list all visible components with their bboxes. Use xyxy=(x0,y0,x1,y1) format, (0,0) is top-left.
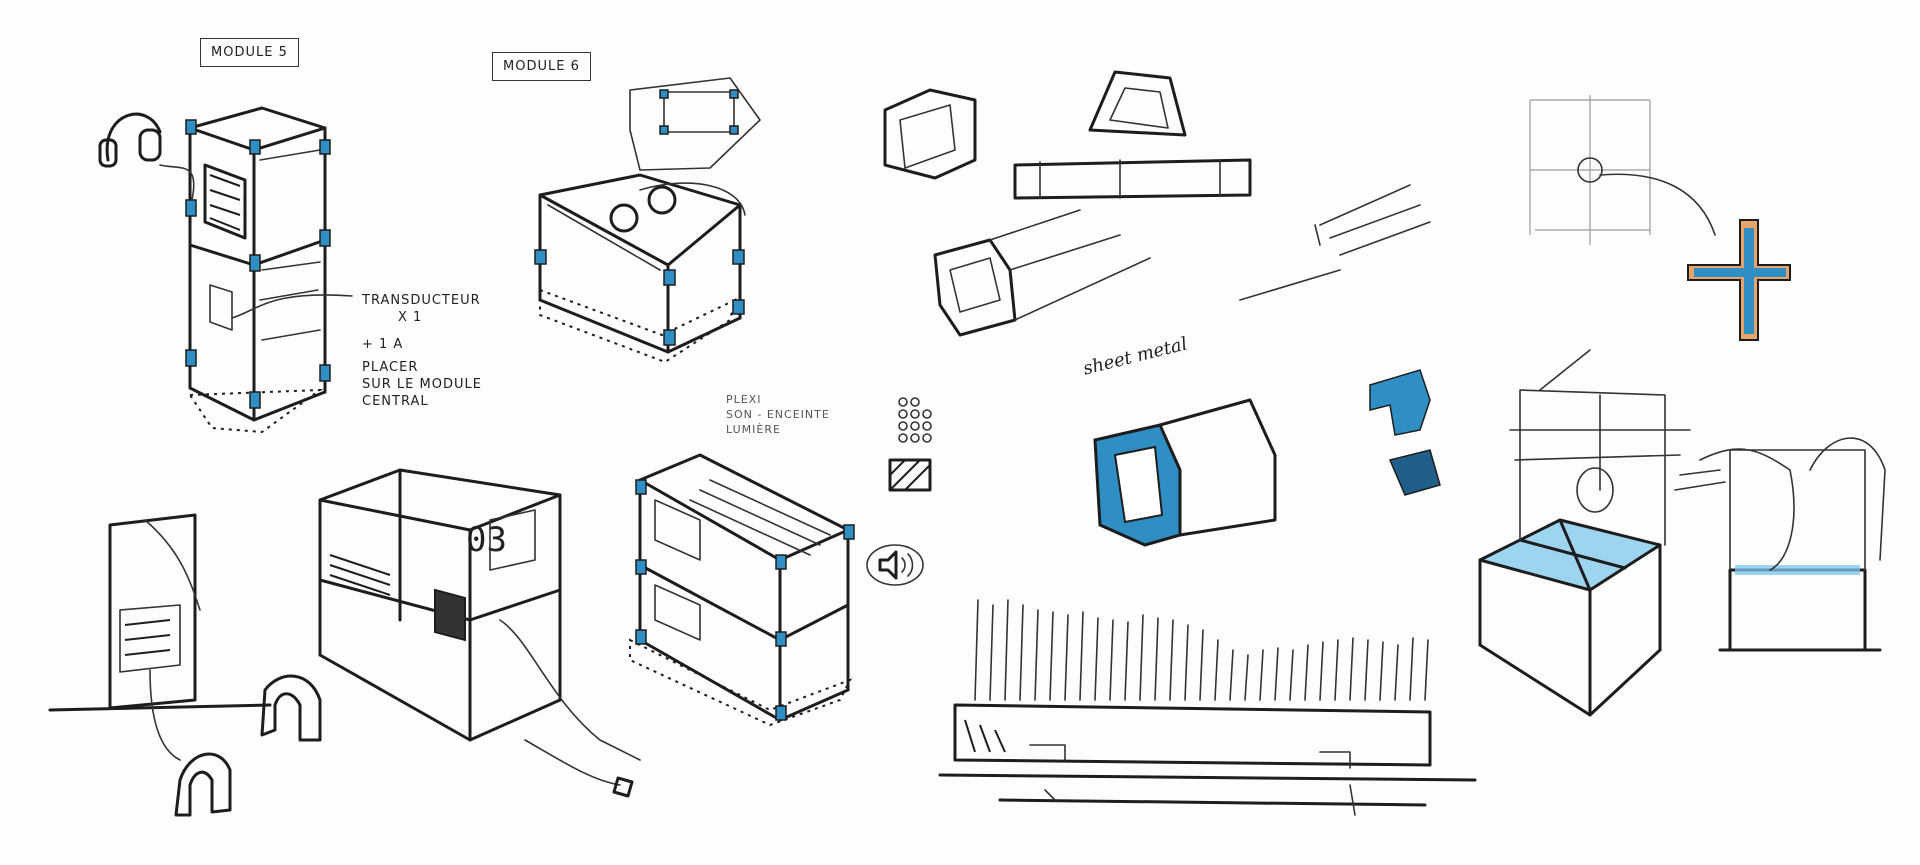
transducer-note-line-2: X 1 xyxy=(398,310,423,325)
speaker-icon xyxy=(866,544,924,586)
transducer-note-line-5: SUR LE MODULE xyxy=(362,377,482,392)
speaker-grid-icon xyxy=(898,397,932,443)
transducer-note-line-3: + 1 A xyxy=(362,337,404,352)
shelf-stack xyxy=(318,468,641,761)
cross-connector xyxy=(1529,95,1791,341)
module-5-corner-clips xyxy=(185,119,331,409)
box-number: 03 xyxy=(466,520,507,560)
plexi-corner-clips xyxy=(635,479,855,721)
blue-grid-module xyxy=(1478,349,1691,717)
transducer-note-line-4: PLACER xyxy=(362,360,419,375)
listening-post xyxy=(48,513,322,817)
plexi-speaker-box xyxy=(629,397,932,727)
transducer-note: TRANSDUCTEUR X 1 + 1 A PLACER SUR LE MOD… xyxy=(362,292,482,410)
module-5-label: MODULE 5 xyxy=(200,38,299,67)
comb-fence-pickets xyxy=(974,599,1429,701)
module-6-label: MODULE 6 xyxy=(492,52,591,81)
sheet-metal-profile xyxy=(1093,269,1441,547)
module-5-tower xyxy=(98,106,353,434)
transducer-note-line-6: CENTRAL xyxy=(362,394,429,409)
plexi-note: PLEXI SON - ENCEINTE LUMIÈRE xyxy=(726,392,830,437)
headphones-icon xyxy=(98,112,195,201)
power-plug-icon xyxy=(524,739,634,798)
comb-fence xyxy=(938,599,1477,816)
module-6-box xyxy=(534,77,761,364)
plexi-note-line-3: LUMIÈRE xyxy=(726,423,781,436)
bench-module xyxy=(1674,437,1886,652)
plexi-note-line-1: PLEXI xyxy=(726,393,762,406)
profile-sketches xyxy=(883,70,1431,337)
plexi-note-line-2: SON - ENCEINTE xyxy=(726,408,830,421)
module-6-corner-clips xyxy=(534,249,745,346)
transducer-note-line-1: TRANSDUCTEUR xyxy=(362,293,481,308)
